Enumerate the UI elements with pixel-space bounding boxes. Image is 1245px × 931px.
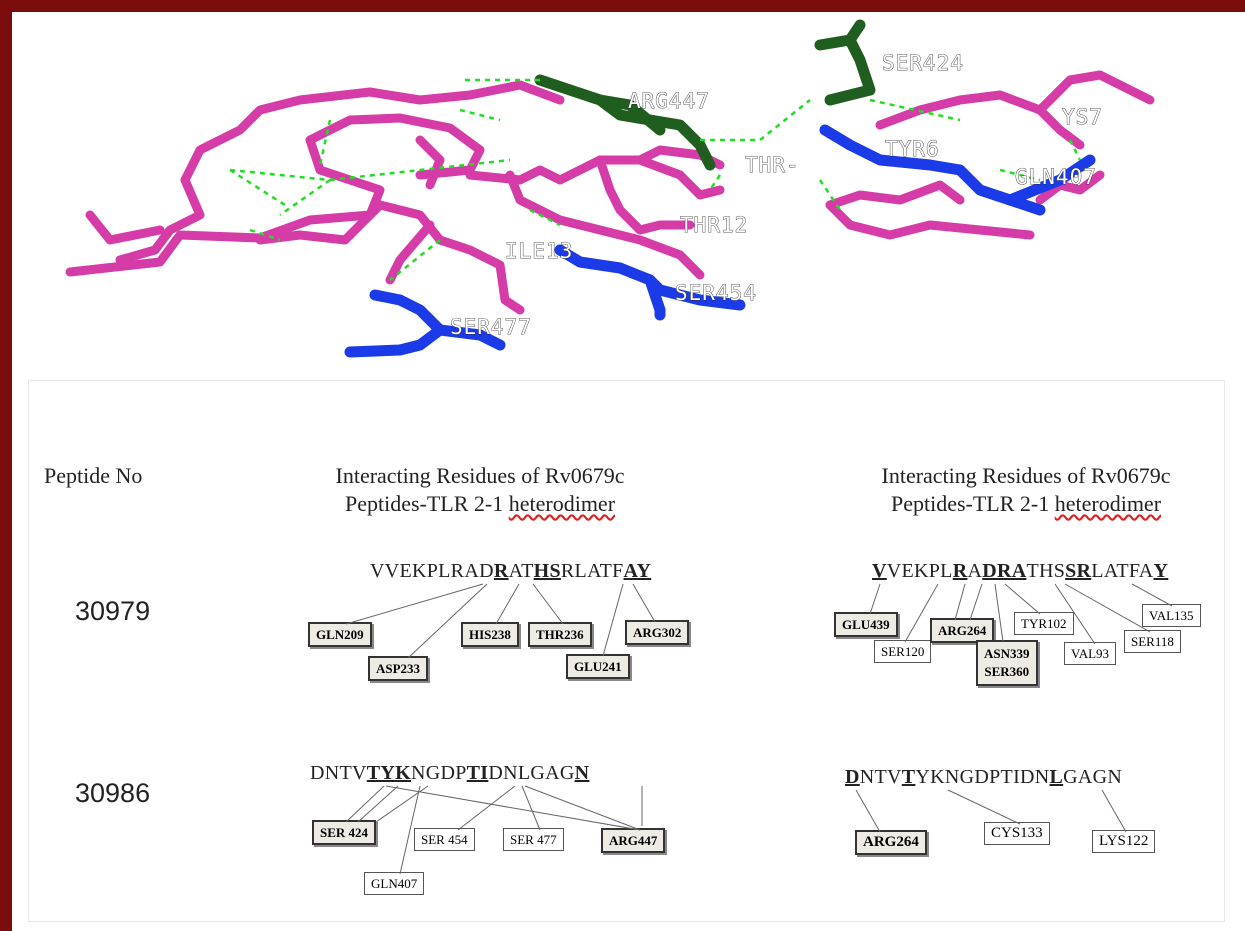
- mol-label: THR-: [745, 153, 800, 177]
- residue-box: THR236: [528, 622, 592, 647]
- residue-box: ASP233: [368, 656, 429, 681]
- peptide-sequence: VVEKPLRADRATHSSRLATFAY: [872, 560, 1169, 582]
- mol-label: ILE13: [505, 239, 573, 263]
- residues-header-2: Interacting Residues of Rv0679c Peptides…: [826, 462, 1226, 518]
- hydrogen-bonds: [229, 78, 1082, 281]
- residue-box: SER118: [1124, 630, 1181, 653]
- residue-box: SER 424: [312, 820, 377, 845]
- frame-top-border: [0, 0, 1245, 12]
- peptide-number: 30986: [75, 778, 151, 808]
- residue-box: ARG302: [625, 620, 690, 645]
- residue-box: ARG447: [601, 828, 666, 853]
- header-line: Peptides-TLR 2-1 heterodimer: [890, 491, 1162, 516]
- peptide-sequence: DNTVTYKNGDPTIDNLGAGN: [845, 766, 1123, 788]
- molecular-docking-view: SER424 ARG447 YS7 TYR6 THR- GLN407 THR12…: [65, 19, 1155, 358]
- residues-header-1: Interacting Residues of Rv0679c Peptides…: [280, 462, 680, 518]
- residue-box: ARG264: [855, 830, 927, 855]
- residue-labels: SER424 ARG447 YS7 TYR6 THR- GLN407 THR12…: [450, 51, 1103, 340]
- mol-label: GLN407: [1015, 165, 1097, 189]
- peptide-number: 30979: [75, 596, 151, 626]
- residue-box: LYS122: [1092, 830, 1156, 853]
- residue-box: VAL93: [1064, 642, 1117, 665]
- residue-box: GLU241: [566, 654, 630, 679]
- header-line: Peptides-TLR 2-1 heterodimer: [344, 491, 616, 516]
- mol-label: SER477: [450, 315, 532, 339]
- peptide-sequence: DNTVTYKNGDPTIDNLGAGN: [310, 762, 590, 784]
- header-line: Interacting Residues of Rv0679c: [335, 463, 625, 488]
- mol-label: SER454: [675, 281, 757, 305]
- residue-box: VAL135: [1142, 604, 1201, 627]
- tlr-residues-blue: [344, 124, 1096, 358]
- tlr-residues-green: [534, 19, 876, 171]
- header-line: Interacting Residues of Rv0679c: [881, 463, 1171, 488]
- residue-box: SER 477: [503, 828, 564, 851]
- residue-box: SER120: [874, 640, 932, 663]
- residue-box: GLN407: [364, 872, 425, 895]
- mol-label: YS7: [1062, 105, 1103, 129]
- residue-box: GLN209: [308, 622, 372, 647]
- residue-box: TYR102: [1014, 612, 1074, 635]
- frame-left-border: [0, 0, 12, 931]
- residue-box: SER 454: [414, 828, 475, 851]
- residue-box: CYS133: [984, 822, 1050, 845]
- mol-label: ARG447: [628, 89, 710, 113]
- mol-label: SER424: [882, 51, 964, 75]
- peptide-no-header: Peptide No: [44, 463, 143, 488]
- peptide-sequence: VVEKPLRADRATHSRLATFAY: [370, 560, 652, 582]
- mol-label: TYR6: [885, 137, 940, 161]
- residue-box: GLU439: [834, 612, 898, 637]
- table-panel: [28, 380, 1225, 922]
- mol-label: THR12: [680, 213, 748, 237]
- residue-box: HIS238: [461, 622, 519, 647]
